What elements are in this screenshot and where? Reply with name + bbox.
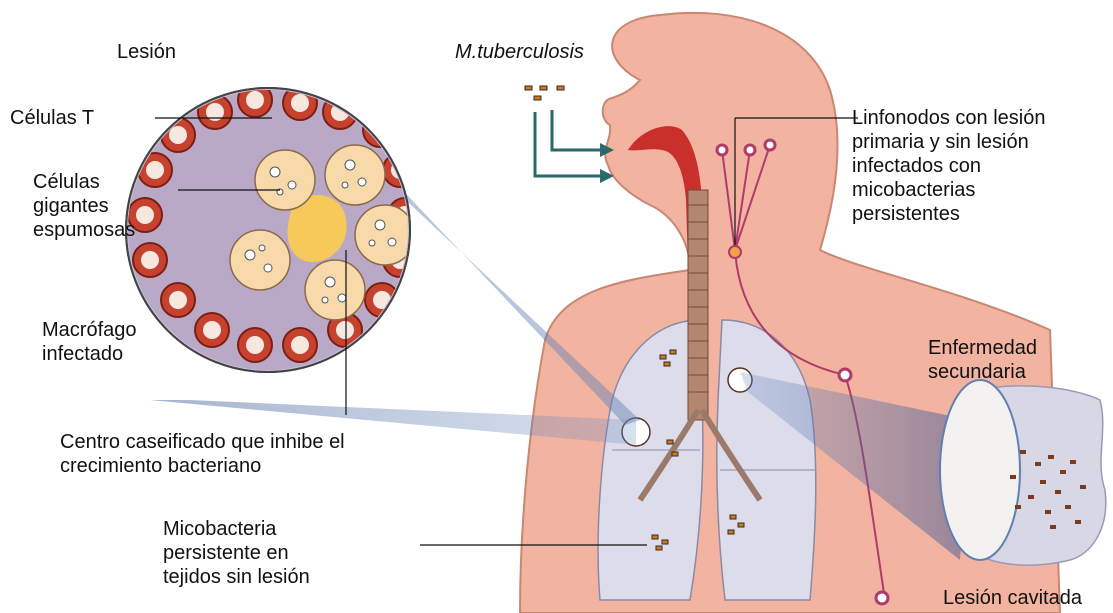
airborne-bacteria [525, 86, 564, 100]
trachea [688, 190, 708, 420]
label-t-cells: Células T [10, 106, 94, 130]
inhalation-arrows [535, 110, 600, 176]
label-lymph-nodes: Linfonodos con lesión primaria y sin les… [852, 106, 1045, 226]
cavitary-lesion [940, 380, 1106, 565]
label-caseous-center: Centro caseificado que inhibe el crecimi… [60, 430, 345, 478]
label-pathogen: M.tuberculosis [455, 40, 584, 64]
label-persistent-bacteria: Micobacteria persistente en tejidos sin … [163, 517, 310, 589]
label-secondary-disease: Enfermedad secundaria [928, 336, 1037, 384]
label-giant-cells: Células gigantes espumosas [33, 170, 135, 242]
lesion-magnified [120, 83, 422, 380]
label-cavitary-lesion: Lesión cavitada [943, 586, 1082, 610]
label-lesion: Lesión [117, 40, 176, 64]
label-macrophage: Macrófago infectado [42, 318, 137, 366]
